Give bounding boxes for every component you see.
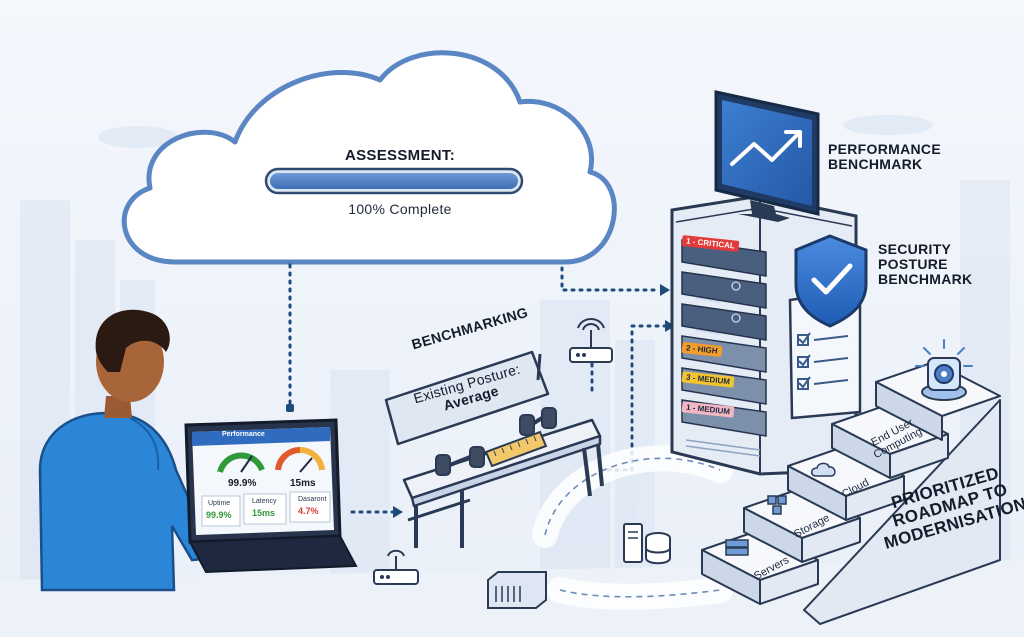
metric-label-latency: Latency — [252, 498, 277, 505]
metric-label-dasaront: Dasaront — [298, 496, 327, 503]
assessment-status: 100% Complete — [348, 201, 452, 217]
security-benchmark-label: SECURITY POSTURE BENCHMARK — [878, 241, 973, 288]
metric-value-uptime: 99.9% — [206, 510, 232, 520]
background-cloud — [98, 115, 933, 148]
trend-up-icon — [730, 130, 802, 166]
gauge-left-value: 99.9% — [228, 478, 257, 489]
ruler-icon — [484, 430, 548, 468]
server-icon — [725, 539, 749, 556]
performance-benchmark-label: PERFORMANCE BENCHMARK — [828, 141, 941, 173]
metric-value-dasaront: 4.7% — [298, 506, 319, 516]
cloud-icon — [810, 462, 836, 477]
storage-icon — [767, 495, 787, 515]
shield-check-icon — [794, 234, 868, 328]
wifi-router-icon — [569, 318, 613, 363]
modernisation-stairs — [701, 361, 1001, 625]
wifi-router-icon — [373, 549, 419, 585]
cloud-icon — [121, 50, 617, 265]
laptop-icon — [184, 418, 358, 574]
metric-value-latency: 15ms — [252, 508, 276, 518]
database-icon — [623, 523, 671, 565]
gauge-right-value: 15ms — [290, 478, 316, 489]
assessment-progress-bar — [264, 167, 524, 195]
laptop-dashboard-title: Performance — [222, 431, 265, 438]
dumbbell-icon — [435, 407, 557, 476]
metric-label-uptime: Uptime — [208, 500, 231, 507]
assessment-title: ASSESSMENT: — [345, 147, 455, 164]
gear-icon — [915, 339, 973, 401]
arrow-heads — [286, 284, 675, 518]
server-icon — [487, 571, 547, 609]
